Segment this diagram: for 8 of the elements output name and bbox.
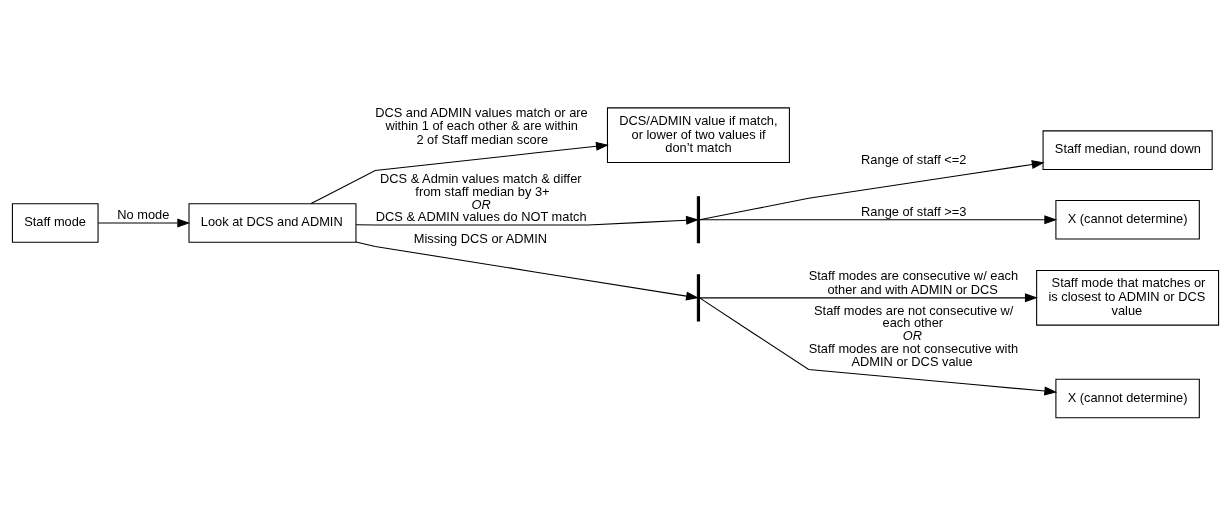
edge-label: No mode [117, 206, 170, 222]
edge-label: DCS and ADMIN values match or are within 1 of each other & are within 2 of Staff median score [375, 104, 588, 147]
edge-label: Range of staff <=2 [861, 151, 967, 167]
edge-label: Missing DCS or ADMIN [413, 230, 548, 246]
edge-label: Staff modes are consecutive w/ each other and with ADMIN or DCS [808, 267, 1019, 297]
edge-label: Range of staff >=3 [861, 203, 967, 219]
edge-label: Staff modes are not consecutive w/ each other OR Staff modes are not consecutive with ADMIN or DCS value [808, 302, 1019, 369]
edge-label: DCS & Admin values match & differ from staff median by 3+ OR DCS & ADMIN values do NOT match [375, 170, 587, 224]
